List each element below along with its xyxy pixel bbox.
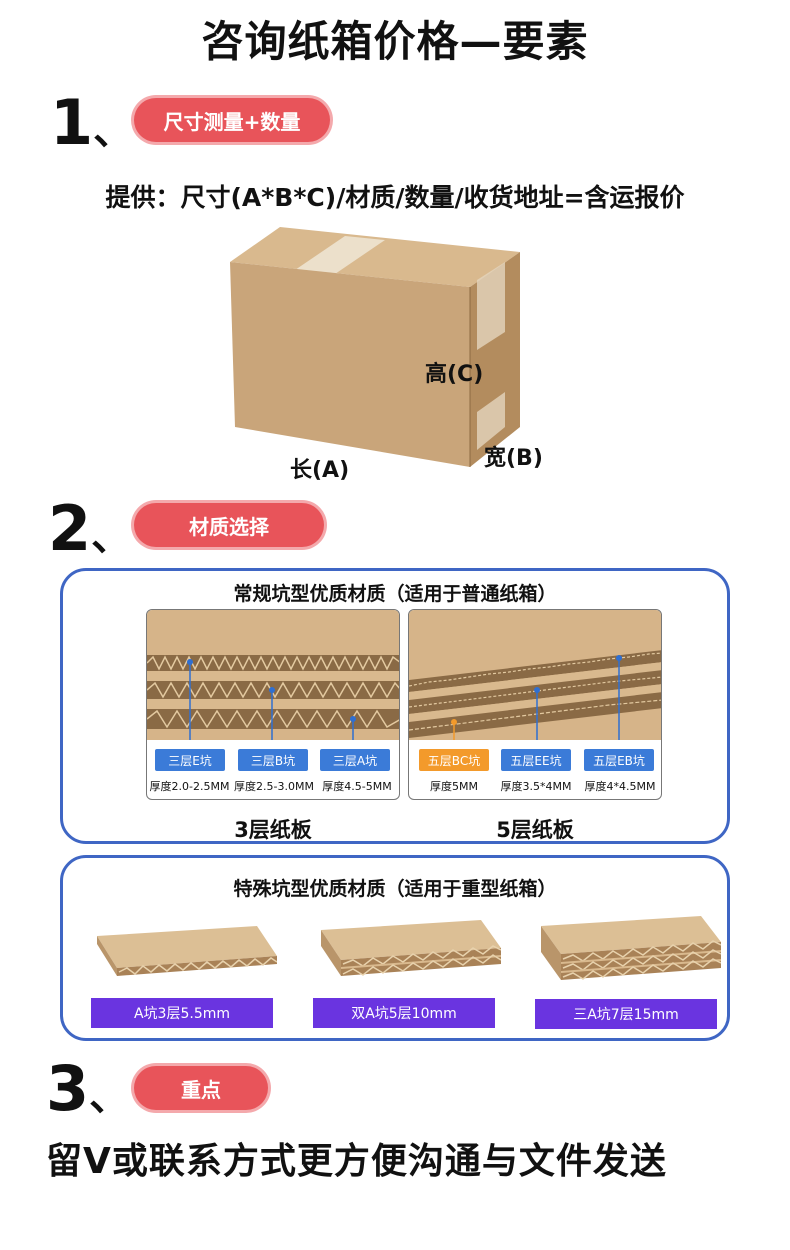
tag-five-eb: 五层EB坑	[584, 749, 654, 771]
special-panel-title: 特殊坑型优质材质（适用于重型纸箱）	[233, 878, 557, 900]
step-3-pill: 重点	[134, 1066, 268, 1110]
five-layer-board-image	[409, 610, 661, 740]
five-layer-label: 5层纸板	[496, 818, 574, 842]
three-layer-board: 三层E坑 三层B坑 三层A坑 厚度2.0-2.5MM 厚度2.5-3.0MM 厚…	[146, 609, 400, 800]
page-title: 咨询纸箱价格—要素	[201, 17, 589, 66]
provide-text: 提供：尺寸(A*B*C)/材质/数量/收货地址=含运报价	[105, 183, 685, 212]
regular-flute-panel: 常规坑型优质材质（适用于普通纸箱） 三层E坑 三层B坑 三层A坑 厚度2.0-2…	[60, 568, 730, 844]
width-label: 宽(B)	[484, 446, 543, 471]
step-2-number: 2、	[48, 492, 132, 565]
thickness-five-bc: 厚度5MM	[430, 780, 478, 793]
tag-three-a: 三层A坑	[320, 749, 390, 771]
triple-a-flute-board-image	[541, 916, 721, 980]
step-2-pill: 材质选择	[134, 503, 324, 547]
thickness-three-e: 厚度2.0-2.5MM	[149, 780, 230, 793]
thickness-five-eb: 厚度4*4.5MM	[584, 780, 656, 793]
tag-double-a-flute-5-layer: 双A坑5层10mm	[313, 998, 495, 1028]
step-1-pill: 尺寸测量+数量	[134, 98, 330, 142]
footer-text: 留V或联系方式更方便沟通与文件发送	[46, 1141, 667, 1182]
a-flute-board-image	[97, 926, 277, 976]
tag-five-bc: 五层BC坑	[419, 749, 489, 771]
thickness-five-ee: 厚度3.5*4MM	[500, 780, 572, 793]
three-layer-label: 3层纸板	[234, 818, 312, 842]
tag-three-e: 三层E坑	[155, 749, 225, 771]
thickness-three-b: 厚度2.5-3.0MM	[234, 780, 314, 793]
double-a-flute-board-image	[321, 920, 501, 976]
tag-five-ee: 五层EE坑	[501, 749, 571, 771]
tag-three-b: 三层B坑	[238, 749, 308, 771]
tag-a-flute-3-layer: A坑3层5.5mm	[91, 998, 273, 1028]
length-label: 长(A)	[290, 458, 350, 483]
tag-triple-a-flute-7-layer: 三A坑7层15mm	[535, 999, 717, 1029]
height-label: 高(C)	[425, 362, 484, 387]
special-flute-panel: 特殊坑型优质材质（适用于重型纸箱） A坑3层5.5mm 双A坑5层10mm 三A…	[60, 855, 730, 1041]
step-3-number: 3、	[46, 1052, 130, 1125]
cardboard-box-image	[225, 222, 555, 472]
three-layer-board-image	[147, 610, 399, 740]
five-layer-board: 五层BC坑 五层EE坑 五层EB坑 厚度5MM 厚度3.5*4MM 厚度4*4.…	[408, 609, 662, 800]
regular-panel-title: 常规坑型优质材质（适用于普通纸箱）	[233, 583, 557, 605]
step-1-number: 1、	[50, 86, 134, 159]
thickness-three-a: 厚度4.5-5MM	[322, 780, 392, 793]
